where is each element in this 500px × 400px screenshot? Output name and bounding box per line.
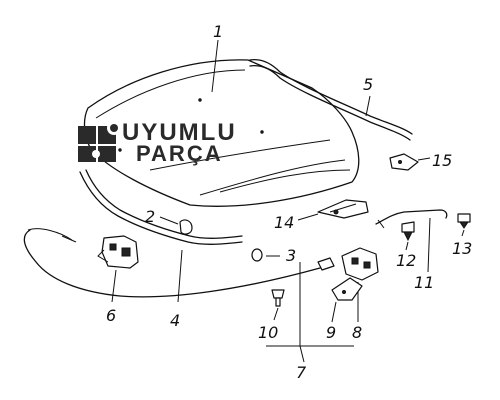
hood-clip xyxy=(179,219,193,235)
callout-11: 11 xyxy=(414,273,434,292)
hood-seal-strip xyxy=(249,58,413,141)
group-7-bracket xyxy=(266,262,354,363)
callout-1: 1 xyxy=(213,22,223,41)
leader-11 xyxy=(427,217,431,273)
callout-12: 12 xyxy=(396,251,416,270)
callout-14: 14 xyxy=(274,213,294,232)
prop-rod xyxy=(375,209,448,229)
callout-6: 6 xyxy=(106,306,116,325)
callout-9: 9 xyxy=(326,323,336,342)
callout-3: 3 xyxy=(286,246,296,265)
leader-9 xyxy=(331,301,337,323)
leader-12 xyxy=(405,241,409,251)
callout-4: 4 xyxy=(170,311,180,330)
callout-2: 2 xyxy=(145,207,155,226)
hood-latch xyxy=(97,235,139,269)
rod-holder xyxy=(401,221,415,242)
leader-10 xyxy=(273,307,279,321)
leader-5 xyxy=(365,95,371,117)
brand-line-2: PARÇA xyxy=(136,141,223,166)
striker xyxy=(331,277,363,301)
hood-hinge xyxy=(317,199,369,219)
leader-14 xyxy=(297,213,319,221)
leader-13 xyxy=(461,229,465,237)
callout-10: 10 xyxy=(258,323,278,342)
leader-4 xyxy=(177,249,183,303)
callout-8: 8 xyxy=(352,323,362,342)
puzzle-gear-icon xyxy=(78,121,121,162)
leader-2 xyxy=(159,216,179,225)
leader-6 xyxy=(111,269,117,303)
callout-7: 7 xyxy=(296,363,307,382)
leader-1 xyxy=(211,39,219,93)
callout-5: 5 xyxy=(363,75,373,94)
brand-line-1: UYUMLU xyxy=(122,119,237,146)
hinge-bracket xyxy=(389,153,419,171)
callout-15: 15 xyxy=(432,151,452,170)
leader-15 xyxy=(417,157,431,161)
brand-watermark: UYUMLU PARÇA xyxy=(78,119,237,166)
release-cable xyxy=(23,228,335,298)
lock-assembly xyxy=(341,247,379,281)
grommet xyxy=(457,213,471,229)
bolt xyxy=(271,289,285,307)
rubber-cushion xyxy=(251,248,263,262)
callout-13: 13 xyxy=(452,239,472,258)
front-weatherstrip xyxy=(79,169,243,245)
